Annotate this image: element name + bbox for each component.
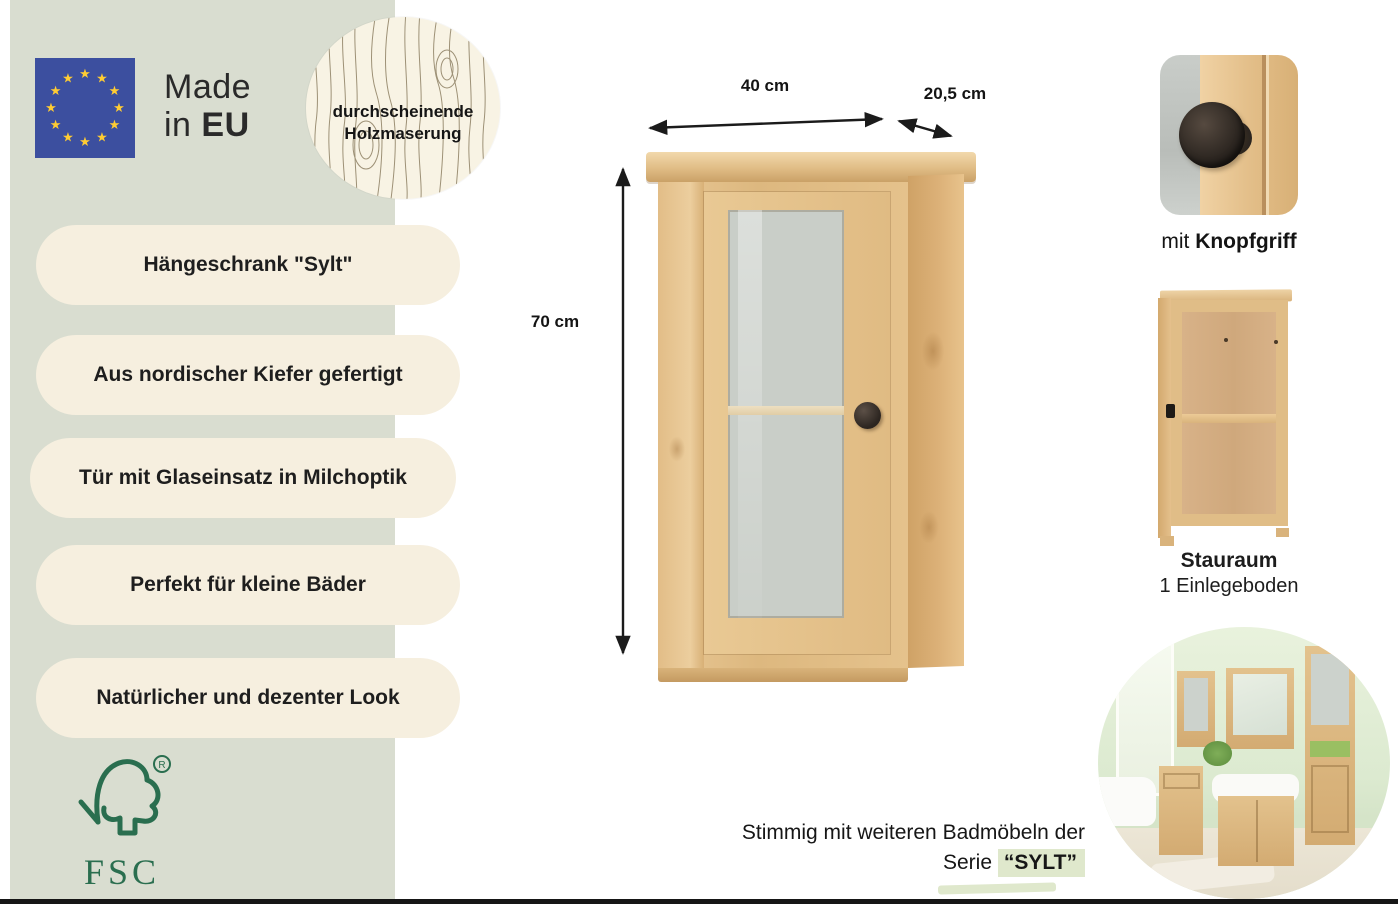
in-word: in xyxy=(164,106,192,144)
mirror-glass xyxy=(1233,674,1287,735)
wood-grain-caption: durchscheinende Holzmaserung xyxy=(306,101,500,145)
storage-detail-photo xyxy=(1158,288,1294,548)
eu-star-icon: ★ xyxy=(96,129,108,145)
wood-groove xyxy=(1262,55,1266,215)
series-name-highlight: “SYLT” xyxy=(997,849,1085,877)
wood-grain-caption-line1: durchscheinende xyxy=(332,102,474,121)
bathtub xyxy=(1098,776,1157,826)
fsc-logo: R FSC xyxy=(52,748,192,893)
series-photo xyxy=(1098,627,1390,899)
open-door-edge xyxy=(1158,298,1171,538)
eu-word: EU xyxy=(201,106,250,144)
hinge xyxy=(1166,404,1175,418)
eu-star-icon: ★ xyxy=(79,66,91,81)
feature-pill-door: Tür mit Glaseinsatz in Milchoptik xyxy=(30,438,456,518)
door-knob xyxy=(854,402,881,429)
wall-cabinet-glass xyxy=(1183,678,1208,732)
feature-pill-title: Hängeschrank "Sylt" xyxy=(36,225,460,305)
depth-dimension-label: 20,5 cm xyxy=(923,84,987,103)
fsc-tree-icon: R xyxy=(78,755,171,836)
made-in-eu-label: Made in EU xyxy=(164,68,251,144)
cabinet-base xyxy=(658,668,908,682)
knob-caption-prefix: mit xyxy=(1161,230,1190,253)
eu-star-icon: ★ xyxy=(62,129,74,145)
eu-star-icon: ★ xyxy=(108,83,121,98)
feature-pill-look: Natürlicher und dezenter Look xyxy=(36,658,460,738)
eu-star-icon: ★ xyxy=(96,70,108,86)
knob-detail-photo xyxy=(1160,55,1298,215)
wood-knot xyxy=(918,324,948,378)
series-note-line1: Stimmig mit weiteren Badmöbeln der xyxy=(741,821,1085,844)
series-note: Stimmig mit weiteren Badmöbeln der Serie… xyxy=(605,818,1085,878)
cabinet-door xyxy=(704,192,890,654)
eu-star-icon: ★ xyxy=(49,117,62,132)
knob-caption: mit Knopfgriff xyxy=(1104,230,1354,254)
eu-star-icon: ★ xyxy=(62,70,74,86)
width-dimension-label: 40 cm xyxy=(740,76,790,95)
plant xyxy=(1203,741,1233,766)
tall-cabinet-glass xyxy=(1311,653,1349,726)
series-side-cabinet xyxy=(1159,765,1204,856)
wood-grain-badge: durchscheinende Holzmaserung xyxy=(306,17,500,199)
series-note-prefix: Serie xyxy=(943,851,993,874)
eu-star-icon: ★ xyxy=(79,134,91,149)
cabinet-front xyxy=(658,182,908,672)
storage-subtitle: 1 Einlegeboden xyxy=(1159,575,1299,597)
feature-pill-size: Perfekt für kleine Bäder xyxy=(36,545,460,625)
series-note-line2: Serie “SYLT” xyxy=(605,848,1085,878)
open-cabinet-shelf xyxy=(1182,414,1276,423)
series-basin-cabinet xyxy=(1217,795,1294,867)
storage-title: Stauraum xyxy=(1180,549,1278,572)
cabinet-left-stile xyxy=(658,182,704,672)
wood-grain-pattern-icon xyxy=(314,17,486,199)
screw-dot xyxy=(1224,338,1228,342)
series-tall-cabinet xyxy=(1305,646,1355,845)
cabinet-side-panel xyxy=(908,174,964,668)
wood-knot xyxy=(916,504,942,550)
bottom-border-line xyxy=(0,899,1398,904)
series-wall-cabinet xyxy=(1176,670,1215,747)
feature-pill-material: Aus nordischer Kiefer gefertigt xyxy=(36,335,460,415)
eu-flag-icon: ★ ★ ★ ★ ★ ★ ★ ★ ★ ★ ★ ★ xyxy=(35,58,135,158)
cabinet-foot xyxy=(1160,536,1174,546)
wood-grain-caption-line2: Holzmaserung xyxy=(344,124,462,143)
wood-knot xyxy=(666,432,688,466)
eu-star-icon: ★ xyxy=(45,100,57,115)
height-dimension-label: 70 cm xyxy=(530,312,580,331)
shelf-through-glass xyxy=(728,406,844,415)
fsc-label: FSC xyxy=(83,852,161,892)
highlight-brush-stroke xyxy=(937,882,1057,895)
knob-detail-knob xyxy=(1179,102,1245,168)
open-cabinet-body xyxy=(1170,300,1288,526)
side-cabinet-drawer xyxy=(1163,773,1200,789)
made-word: Made xyxy=(164,68,252,106)
eu-star-icon: ★ xyxy=(108,117,121,132)
series-mirror xyxy=(1226,667,1294,750)
fsc-registered-mark: R xyxy=(158,760,165,771)
basin-cabinet-door-split xyxy=(1255,799,1258,863)
cabinet-foot xyxy=(1276,528,1289,537)
tall-cabinet-door xyxy=(1311,765,1349,833)
screw-dot xyxy=(1274,340,1278,344)
green-towels xyxy=(1310,741,1350,758)
frosted-glass-panel xyxy=(728,210,844,618)
knob-caption-bold: Knopfgriff xyxy=(1195,230,1297,253)
eu-star-icon: ★ xyxy=(49,83,62,98)
eu-star-icon: ★ xyxy=(113,100,125,115)
